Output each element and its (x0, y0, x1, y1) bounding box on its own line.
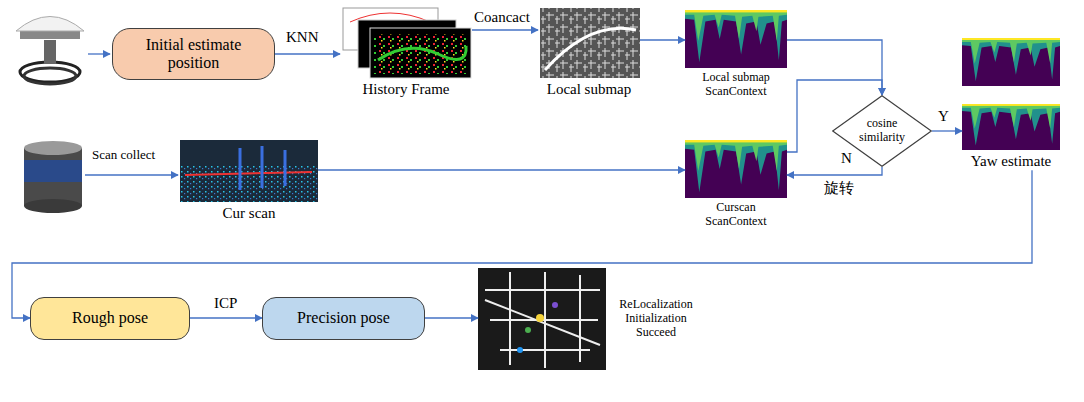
map-ground (540, 8, 640, 78)
scancontext-heatmap (685, 140, 787, 198)
edge-label: KNN (286, 29, 319, 46)
flow-connector (12, 170, 1032, 318)
caption-text: Local submap ScanContext (685, 71, 787, 99)
scancontext-heatmap (962, 104, 1060, 150)
caption-text: Yaw estimate (962, 153, 1060, 170)
map-point (536, 314, 544, 322)
scan-ground (180, 140, 318, 202)
caption-text: Cur scan (180, 205, 318, 222)
flow-connector (425, 317, 478, 318)
lidar-body (24, 199, 82, 213)
antenna-stem (44, 40, 56, 64)
edge-label: Coancact (474, 9, 530, 26)
free-label: Scan collect (92, 148, 155, 163)
diamond-shape (833, 96, 932, 167)
scan-pole (240, 146, 285, 190)
edge-label: ICP (214, 295, 237, 312)
point-cloud (180, 165, 318, 202)
point-cloud (374, 34, 468, 74)
decision-text: cosine similarity (850, 117, 914, 145)
process-box: Initial estimate position (112, 28, 275, 80)
box-text: Initial estimate position (131, 36, 256, 73)
heatmap-node: Yaw estimate (962, 38, 1060, 170)
edge-label: N (841, 150, 852, 167)
lidar-body (24, 148, 82, 206)
caption-text: Local submap (538, 81, 640, 98)
edge-label: Y (938, 108, 949, 125)
gnss-antenna (16, 17, 84, 85)
scan-trace (185, 172, 312, 175)
lidar-sensor (24, 141, 82, 213)
map-point (525, 327, 531, 333)
local-submap-image (540, 8, 640, 78)
free-label: 旋转 (824, 180, 854, 197)
box-text: Rough pose (72, 309, 148, 327)
image-node: Cur scan (180, 140, 318, 222)
cable-coil (24, 68, 76, 84)
current-scan-image (180, 140, 318, 202)
image-spacer (478, 268, 608, 370)
map-road (485, 272, 600, 368)
flow-connector (932, 130, 962, 131)
caption-text: ReLocalization Initialization Succeed (608, 298, 704, 339)
image-node: Local submap (538, 8, 640, 98)
heatmap-node: Curscan ScanContext (685, 140, 787, 229)
flow-connector (190, 317, 262, 318)
image-node: History Frame (340, 8, 472, 98)
point-cloud (378, 46, 466, 60)
map-point (517, 347, 523, 353)
map-road (545, 28, 636, 70)
flow-connector (275, 53, 340, 54)
scancontext-heatmap (685, 10, 787, 68)
flow-connector (318, 169, 685, 170)
map-point (552, 302, 558, 308)
relocalization-map-image (478, 268, 606, 370)
map-ground (478, 268, 606, 370)
lidar-window (24, 160, 82, 182)
process-box: Precision pose (262, 297, 425, 340)
process-box: Rough pose (30, 297, 190, 340)
heatmap-node: Local submap ScanContext (685, 10, 787, 99)
antenna-dome (16, 17, 84, 32)
flow-connector (787, 167, 882, 175)
input-arrow (88, 53, 110, 54)
box-text: Precision pose (297, 309, 390, 327)
caption-text: Curscan ScanContext (685, 201, 787, 229)
flow-connector (640, 39, 685, 40)
image-node: ReLocalization Initialization Succeed (478, 268, 710, 370)
flow-connector (472, 29, 538, 30)
flow-connector (787, 40, 882, 95)
lidar-top (24, 141, 82, 155)
frame-sheet (370, 28, 471, 78)
caption-text: History Frame (340, 81, 472, 98)
map-texture (540, 8, 640, 78)
history-frame-image (343, 8, 471, 78)
scancontext-heatmap (962, 38, 1060, 86)
input-arrow (85, 174, 178, 175)
